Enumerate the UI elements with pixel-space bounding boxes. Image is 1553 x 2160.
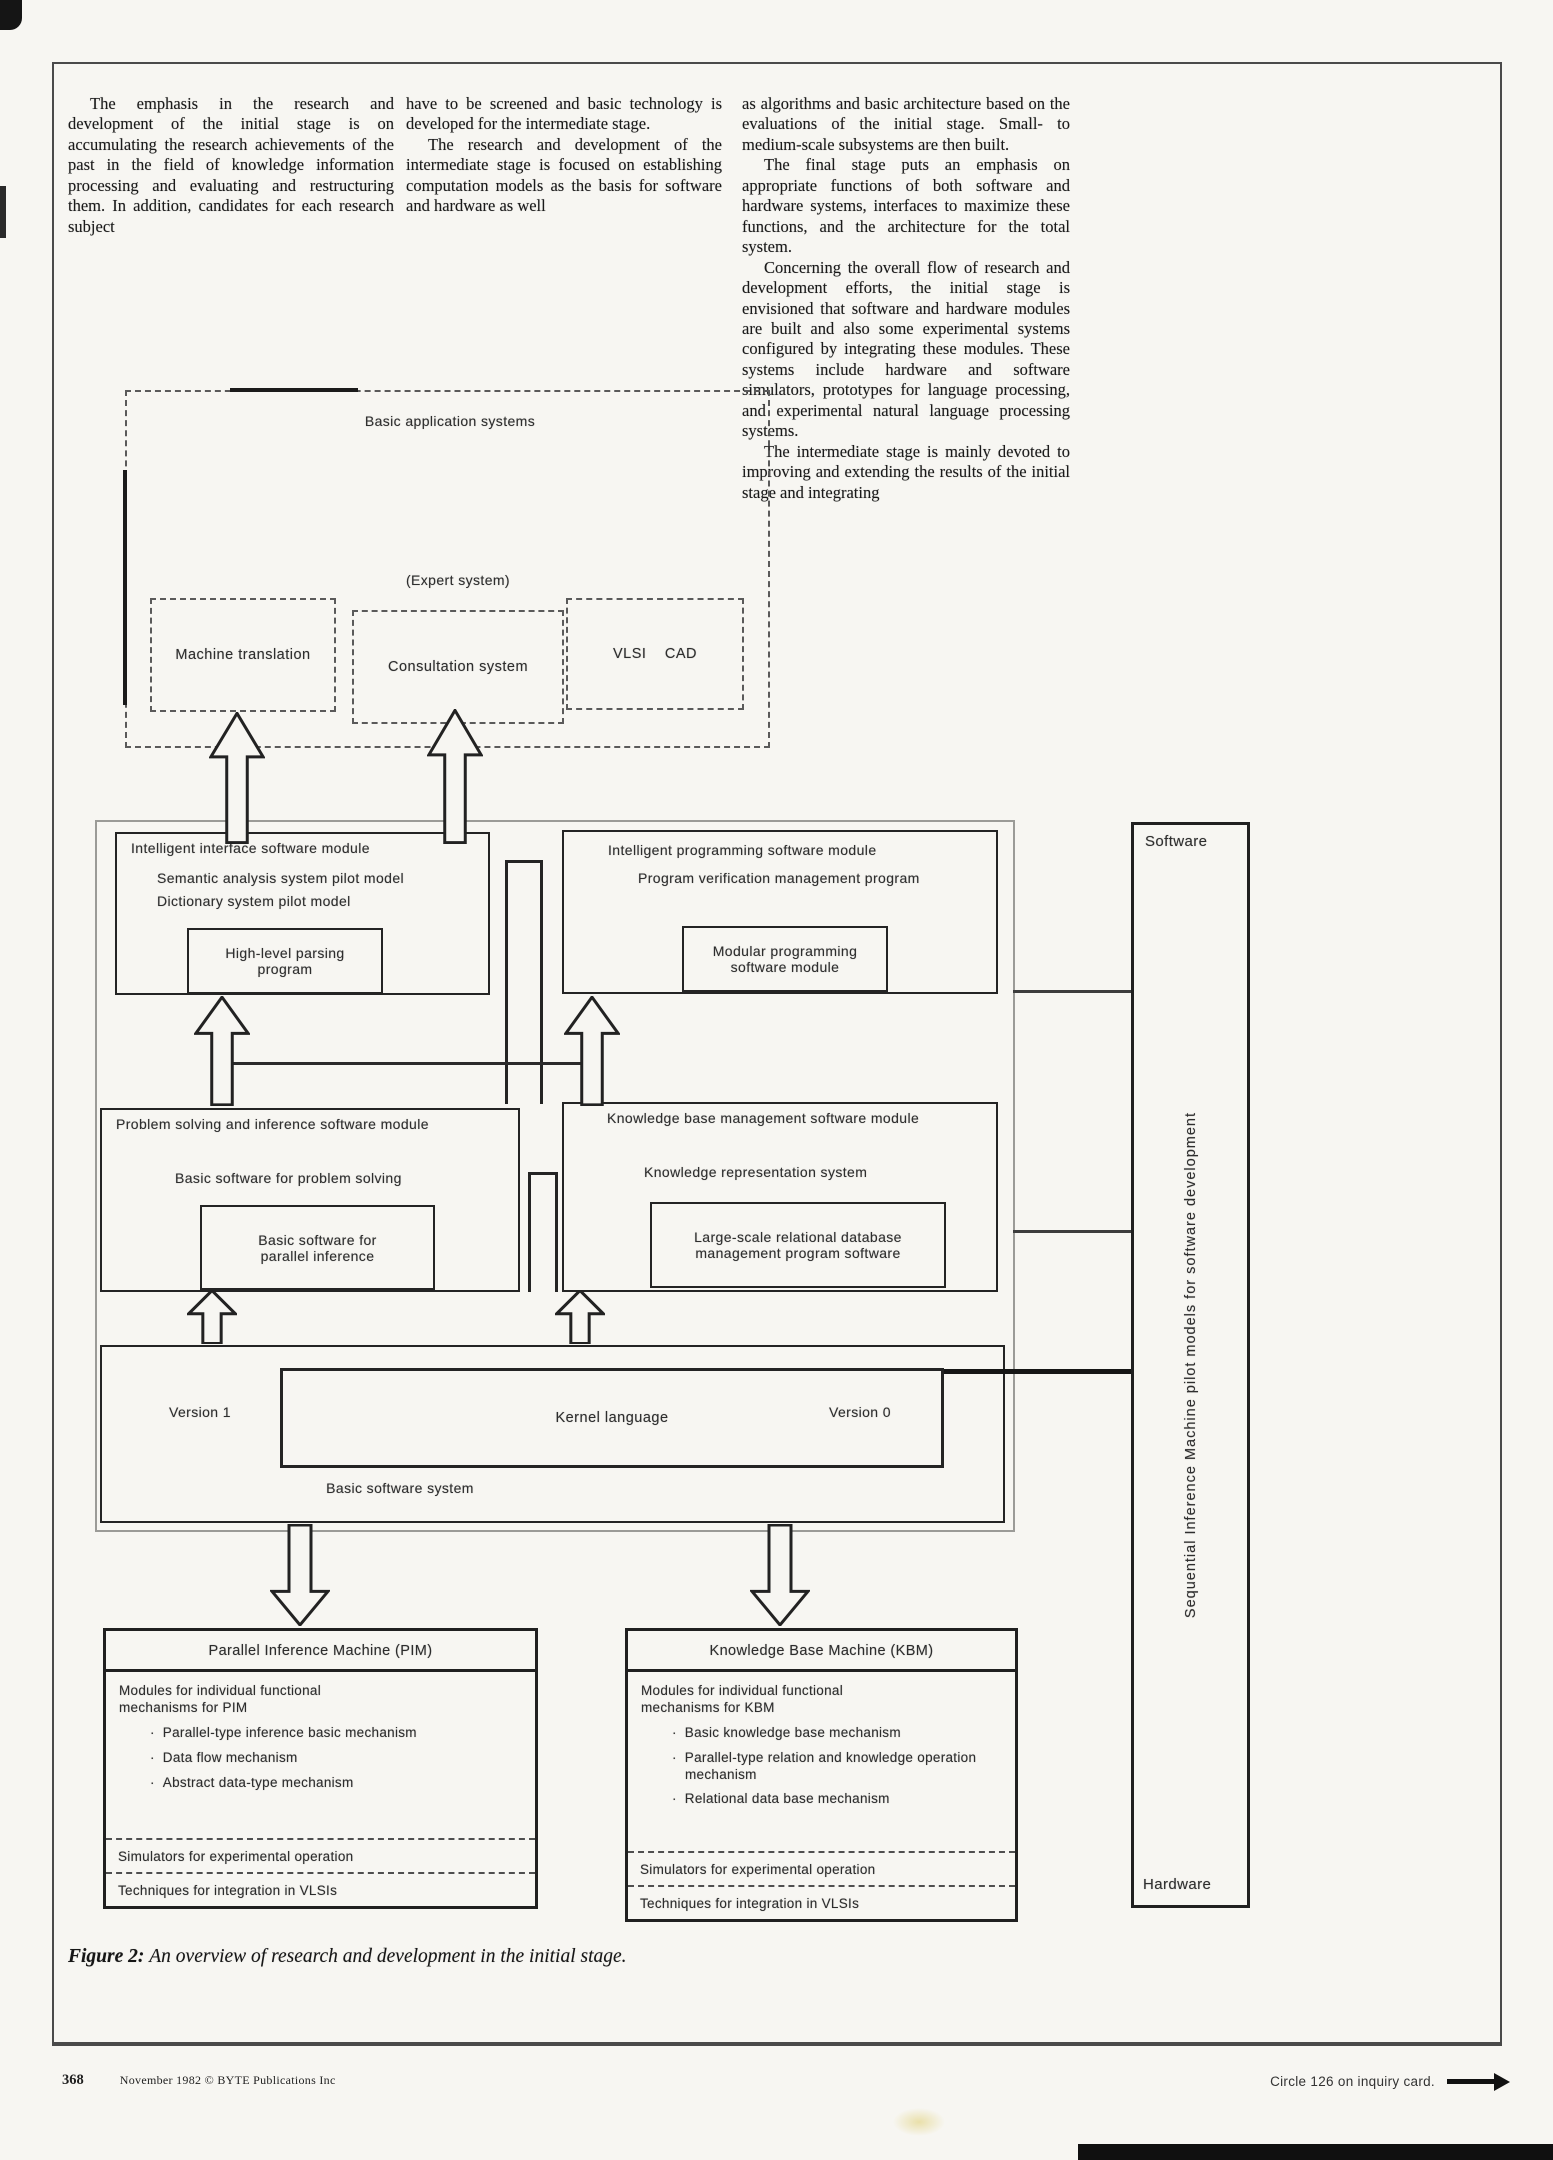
figure-caption-label: Figure 2: [68,1946,145,1967]
kbm-bullet: Parallel-type relation and knowledge ope… [641,1750,1005,1784]
text-column-1: The emphasis in the research and develop… [68,94,394,237]
consultation-system-box: Consultation system [352,610,564,724]
parallel-inference-software-box: Basic software for parallel inference [200,1205,435,1290]
kbm-bullet: Basic knowledge base mechanism [641,1725,1005,1742]
pim-modules-heading: Modules for individual functional mechan… [119,1683,322,1715]
parallel-inference-software-label: Basic software for parallel inference [258,1231,377,1264]
paragraph: The intermediate stage is mainly devoted… [742,441,1070,502]
kbm-title: Knowledge Base Machine (KBM) [628,1631,1015,1672]
down-arrow-icon [270,1524,330,1626]
scan-artifact-left-edge [0,186,6,238]
up-arrow-icon [564,996,620,1106]
kbm-simulators-row: Simulators for experimental operation [628,1851,1015,1885]
dictionary-system-label: Dictionary system pilot model [157,893,351,909]
paragraph: as algorithms and basic architecture bas… [742,94,1070,154]
inquiry-card-text: Circle 126 on inquiry card. [1270,2074,1435,2089]
sim-vertical-label: Sequential Inference Machine pilot model… [1182,1111,1199,1619]
page-border-frame [52,62,1502,2046]
hardware-label: Hardware [1143,1876,1212,1893]
knowledge-base-machine-box: Knowledge Base Machine (KBM) Modules for… [625,1628,1018,1922]
pim-simulators-row: Simulators for experimental operation [106,1838,535,1872]
connector-line [226,1062,586,1065]
text-column-2: have to be screened and basic technology… [406,94,722,217]
kbm-modules-heading: Modules for individual functional mechan… [641,1683,844,1715]
scan-artifact-corner [0,0,22,30]
paragraph: The emphasis in the research and develop… [68,94,394,236]
relational-database-label: Large-scale relational database manageme… [694,1229,902,1261]
paragraph: The final stage puts an emphasis on appr… [742,155,1070,257]
up-arrow-icon [555,1290,605,1344]
up-arrow-icon [427,709,483,844]
scan-artifact-smudge [893,2108,945,2136]
pim-techniques-row: Techniques for integration in VLSIs [106,1872,535,1906]
paragraph: have to be screened and basic technology… [406,94,722,134]
connector-line-thick [944,1369,1132,1374]
vlsi-cad-box: VLSI CAD [566,598,744,710]
software-modules-group-outline [95,820,1015,1532]
pim-modules-section: Modules for individual functional mechan… [106,1672,535,1838]
down-arrow-icon [750,1524,810,1626]
intelligent-interface-module-title: Intelligent interface software module [131,840,370,856]
intelligent-programming-module-box [562,830,998,994]
parallel-inference-machine-box: Parallel Inference Machine (PIM) Modules… [103,1628,538,1909]
basic-application-systems-label: Basic application systems [364,413,536,429]
kbm-modules-section: Modules for individual functional mechan… [628,1672,1015,1851]
sequential-inference-machine-bar: Software Sequential Inference Machine pi… [1131,822,1250,1908]
version-0-label: Version 0 [829,1404,891,1420]
software-label: Software [1145,833,1208,850]
paragraph: Concerning the overall flow of research … [742,257,1070,441]
text-column-3: as algorithms and basic architecture bas… [742,94,1070,503]
pim-bullet: Parallel-type inference basic mechanism [119,1725,525,1742]
connector-channel [505,860,543,1104]
figure-caption-text: An overview of research and development … [149,1946,627,1967]
paragraph: The research and development of the inte… [406,134,722,216]
kernel-language-label: Kernel language [555,1410,669,1426]
semantic-analysis-label: Semantic analysis system pilot model [157,870,405,886]
scan-line-segment [123,470,127,705]
pim-title: Parallel Inference Machine (PIM) [106,1631,535,1672]
modular-programming-box: Modular programming software module [682,926,888,992]
publication-imprint: November 1982 © BYTE Publications Inc [119,2073,336,2087]
footer-right: Circle 126 on inquiry card. [1270,2072,1510,2091]
modular-programming-label: Modular programming software module [712,943,858,975]
version-1-label: Version 1 [169,1404,231,1420]
figure-caption: Figure 2: An overview of research and de… [68,1946,627,1968]
right-arrow-icon [1447,2072,1510,2091]
page-number: 368 [62,2072,84,2088]
machine-translation-label: Machine translation [175,647,311,663]
sim-vertical-text-wrap: Sequential Inference Machine pilot model… [1134,825,1247,1905]
up-arrow-icon [194,996,250,1106]
knowledge-representation-label: Knowledge representation system [644,1164,868,1180]
expert-system-label: (Expert system) [405,572,510,588]
knowledge-base-module-box [562,1102,998,1292]
kernel-language-box: Kernel language [280,1368,944,1468]
basic-software-system-box [100,1345,1005,1523]
machine-translation-box: Machine translation [150,598,336,712]
knowledge-base-module-title: Knowledge base management software modul… [607,1110,920,1126]
pim-bullet: Data flow mechanism [119,1750,525,1767]
up-arrow-icon [187,1290,237,1344]
kbm-bullet: Relational data base mechanism [641,1791,1005,1808]
problem-solving-module-box [100,1108,520,1292]
kbm-techniques-row: Techniques for integration in VLSIs [628,1885,1015,1919]
footer-left: 368 November 1982 © BYTE Publications In… [62,2072,336,2089]
connector-line [1013,1230,1132,1233]
basic-software-problem-solving-label: Basic software for problem solving [175,1170,402,1186]
high-level-parsing-label: High-level parsing program [225,945,345,977]
connector-line [1013,990,1132,993]
pim-bullet: Abstract data-type mechanism [119,1775,525,1792]
relational-database-box: Large-scale relational database manageme… [650,1202,946,1288]
intelligent-programming-module-title: Intelligent programming software module [608,842,877,858]
consultation-system-label: Consultation system [387,659,529,675]
basic-software-system-label: Basic software system [326,1480,474,1496]
problem-solving-module-title: Problem solving and inference software m… [116,1116,429,1132]
scan-line-segment [230,388,358,392]
scan-artifact-bottom-strip [1078,2144,1553,2160]
vlsi-cad-label: VLSI CAD [612,646,698,662]
up-arrow-icon [209,712,265,844]
connector-channel [528,1172,558,1292]
program-verification-label: Program verification management program [638,870,920,886]
high-level-parsing-box: High-level parsing program [187,928,383,994]
intelligent-interface-module-box [115,832,490,995]
